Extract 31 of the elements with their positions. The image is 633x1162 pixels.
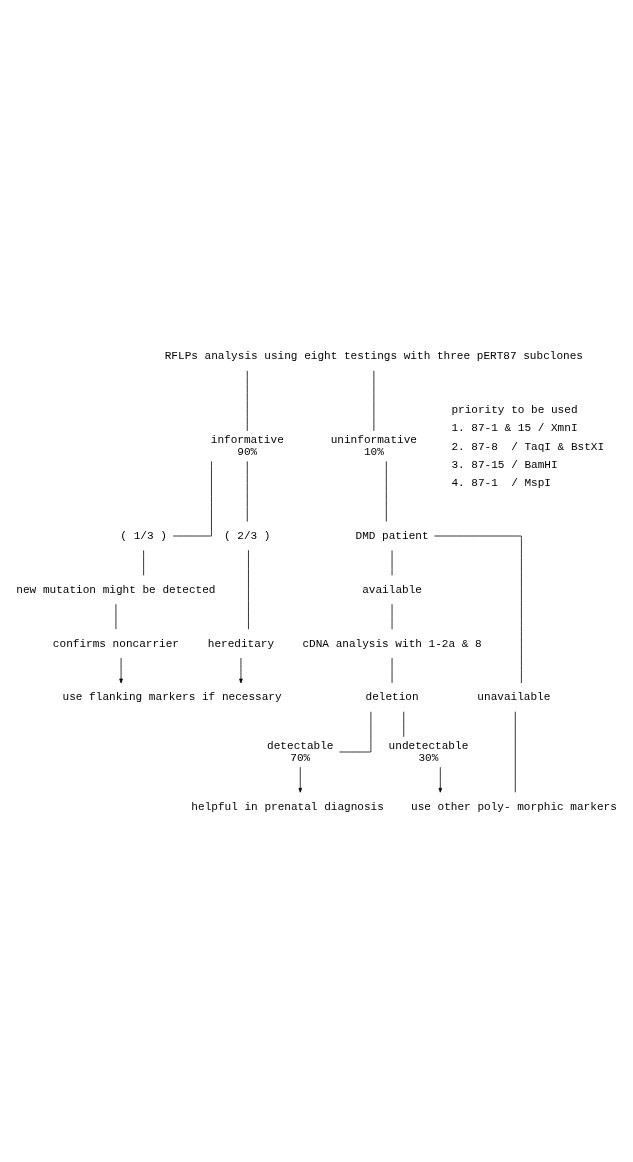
label: 4. 87-1 / MspI xyxy=(451,476,551,489)
node-text: RFLPs analysis using eight testings with three pERT87 subclones xyxy=(164,349,583,362)
label: 1. 87-1 & 15 / XmnI xyxy=(451,421,578,434)
node-text: deletion xyxy=(365,690,419,703)
label: priority to be used xyxy=(451,403,578,416)
arrow xyxy=(438,766,443,793)
connector xyxy=(248,549,249,630)
node-text: unavailable xyxy=(477,690,551,703)
node-text: new mutation might be detected xyxy=(16,583,216,596)
node-text: uninformative 10% xyxy=(330,433,418,458)
node-text: ( 1/3 ) xyxy=(120,529,167,542)
label: 2. 87-8 / TaqI & BstXI xyxy=(451,440,605,453)
node-text: available xyxy=(362,583,422,596)
node-text: hereditary xyxy=(207,637,275,650)
connector xyxy=(143,549,144,576)
node-text: cDNA analysis with 1-2a & 8 xyxy=(302,637,482,650)
node-text: DMD patient xyxy=(355,529,429,542)
node-text: ( 2/3 ) xyxy=(224,529,271,542)
label: 3. 87-15 / BamHI xyxy=(451,458,558,471)
connector xyxy=(172,460,212,536)
node-text: use flanking markers if necessary xyxy=(62,690,282,703)
arrow xyxy=(298,766,303,793)
arrow xyxy=(239,657,243,683)
node-text: informative 90% xyxy=(210,433,284,458)
node-text: confirms noncarrier xyxy=(52,637,179,650)
connector xyxy=(434,535,522,683)
arrow xyxy=(119,657,123,683)
node-text: undetectable 30% xyxy=(388,739,469,764)
node-text: helpful in prenatal diagnosis xyxy=(191,800,384,813)
node-text: detectable 70% xyxy=(267,739,334,764)
node-text: use other poly- morphic markers xyxy=(411,800,617,813)
